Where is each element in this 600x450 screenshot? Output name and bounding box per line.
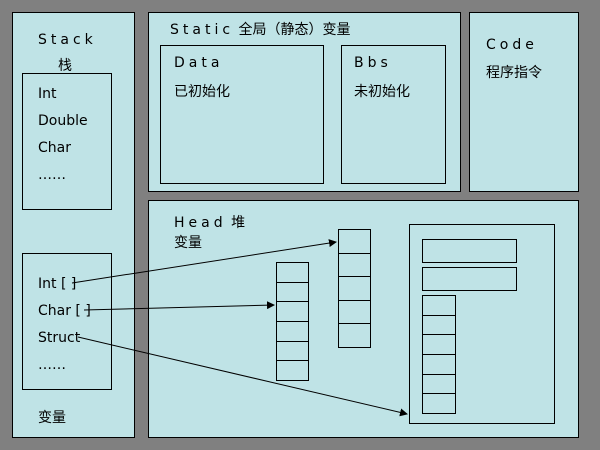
array-cell	[423, 355, 455, 375]
stack-primitives-box	[22, 73, 112, 210]
code-title: Code	[486, 37, 538, 53]
bbs-box	[341, 45, 446, 184]
heap-title: Head 堆	[174, 215, 245, 231]
stack-title: Stack	[38, 32, 97, 48]
array-cell	[339, 254, 370, 278]
array-cell	[339, 277, 370, 301]
static-title: Static 全局（静态）变量	[170, 22, 350, 38]
array-cell	[339, 230, 370, 254]
code-desc: 程序指令	[486, 65, 542, 81]
stack-ref-struct: Struct	[38, 330, 81, 346]
data-desc: 已初始化	[174, 84, 230, 100]
array-cell	[423, 296, 455, 316]
array-cell	[277, 283, 308, 303]
array-cell	[277, 263, 308, 283]
arrow-char-array	[83, 301, 275, 311]
static-title-cn: 全局（静态）变量	[238, 22, 351, 38]
heap-char-array	[276, 262, 309, 381]
stack-subtitle: 栈	[58, 58, 72, 74]
stack-ref-ellipsis: ……	[38, 357, 66, 373]
array-cell	[277, 322, 308, 342]
array-cell	[423, 316, 455, 336]
stack-references-box	[22, 253, 112, 390]
struct-field-2	[422, 267, 517, 291]
stack-region	[12, 12, 135, 438]
stack-footer: 变量	[38, 410, 66, 426]
arrow-int-array	[71, 239, 337, 284]
stack-item-ellipsis: ……	[38, 167, 66, 183]
data-box	[160, 45, 324, 184]
stack-item-int: Int	[38, 86, 57, 102]
array-cell	[423, 375, 455, 395]
array-cell	[277, 342, 308, 362]
heap-title-en: Head	[174, 215, 227, 231]
heap-int-array	[338, 229, 371, 348]
stack-item-char: Char	[38, 140, 71, 156]
array-cell	[277, 302, 308, 323]
static-title-en: Static	[170, 22, 235, 38]
array-cell	[423, 335, 455, 356]
static-region	[148, 12, 461, 192]
heap-struct-box	[409, 224, 555, 424]
stack-item-double: Double	[38, 113, 88, 129]
stack-ref-int-array: Int [ ]	[38, 276, 77, 292]
array-cell	[339, 301, 370, 325]
struct-field-1	[422, 239, 517, 263]
bbs-title: Bbs	[354, 55, 392, 71]
struct-inner-array	[422, 295, 456, 414]
heap-title-cn: 堆	[231, 215, 246, 231]
stack-ref-char-array: Char [ ]	[38, 303, 91, 319]
heap-subtitle: 变量	[174, 235, 202, 251]
arrow-struct	[77, 336, 408, 417]
bbs-desc: 未初始化	[354, 84, 410, 100]
code-region	[469, 12, 579, 192]
data-title: Data	[174, 55, 224, 71]
